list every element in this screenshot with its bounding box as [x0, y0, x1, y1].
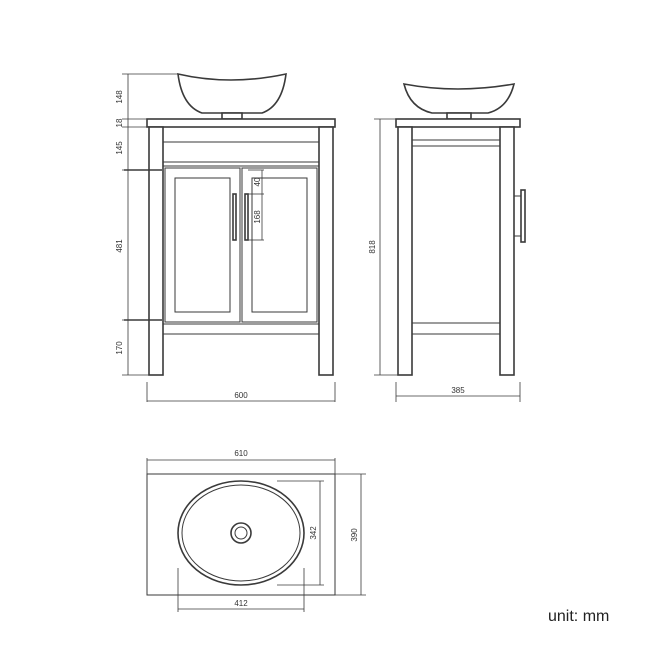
dim-handle-offset: 40 [253, 177, 262, 186]
top-view: 610 390 342 412 [146, 449, 366, 612]
front-left-door [164, 167, 241, 323]
front-left-handle [232, 193, 237, 241]
front-basin [177, 72, 287, 114]
top-drain-inner [234, 526, 248, 540]
front-left-leg [148, 126, 164, 376]
dim-side-depth: 385 [451, 386, 465, 395]
dim-basin-height: 148 [115, 90, 124, 104]
dim-side-height: 818 [368, 240, 377, 254]
front-bottom-rail [162, 323, 320, 335]
side-basin [402, 82, 516, 114]
front-countertop [146, 118, 336, 128]
front-basin-waste [221, 112, 243, 120]
side-countertop [395, 118, 521, 128]
dim-basin-width: 342 [309, 526, 318, 540]
side-top-rail [411, 139, 501, 147]
dim-plinth: 170 [115, 341, 124, 355]
top-countertop [146, 473, 336, 596]
side-basin-waste [446, 112, 472, 120]
front-right-door-panel [251, 177, 308, 313]
top-drain-outer [230, 522, 252, 544]
front-view: 148 18 145 481 170 40 168 600 [115, 72, 336, 402]
side-back-leg [499, 126, 515, 376]
front-right-leg [318, 126, 334, 376]
unit-label: unit: mm [548, 608, 610, 625]
front-right-door [241, 167, 318, 323]
dim-handle-length: 168 [253, 210, 262, 224]
side-view: 818 385 [368, 82, 526, 402]
dim-front-width: 600 [234, 391, 248, 400]
dim-drawer-rail: 145 [115, 141, 124, 155]
front-left-door-panel [174, 177, 231, 313]
dim-top-width: 610 [234, 449, 248, 458]
side-bottom-rail [411, 322, 501, 335]
top-basin-inner [181, 484, 301, 582]
dim-top-thickness: 18 [115, 118, 124, 127]
dim-door-height: 481 [115, 239, 124, 253]
dim-basin-length: 412 [234, 599, 248, 608]
dim-top-depth: 390 [350, 528, 359, 542]
front-right-handle [244, 193, 249, 241]
side-handle [520, 189, 526, 243]
front-door-frame [162, 165, 320, 325]
side-front-leg [397, 126, 413, 376]
front-drawer-rail [162, 141, 320, 163]
